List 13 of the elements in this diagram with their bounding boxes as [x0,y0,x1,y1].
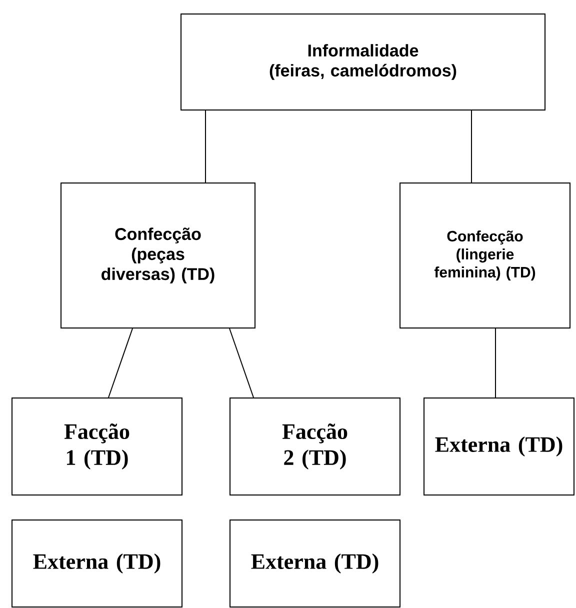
connector-line [108,328,133,398]
connector-line [229,328,254,398]
connector-line [495,328,496,398]
org-box: Externa (TD) [424,398,574,496]
connector-line [205,110,206,183]
org-box: Externa (TD) [12,520,182,608]
connector-line [471,110,472,183]
org-box: Informalidade (feiras, camelódromos) [180,14,546,110]
org-box: Externa (TD) [230,520,400,608]
org-box: Facção 2 (TD) [230,398,400,496]
org-box: Confecção (lingerie feminina) (TD) [400,182,570,328]
org-box: Facção 1 (TD) [12,398,182,496]
org-box: Confecção (peças diversas) (TD) [60,182,256,328]
